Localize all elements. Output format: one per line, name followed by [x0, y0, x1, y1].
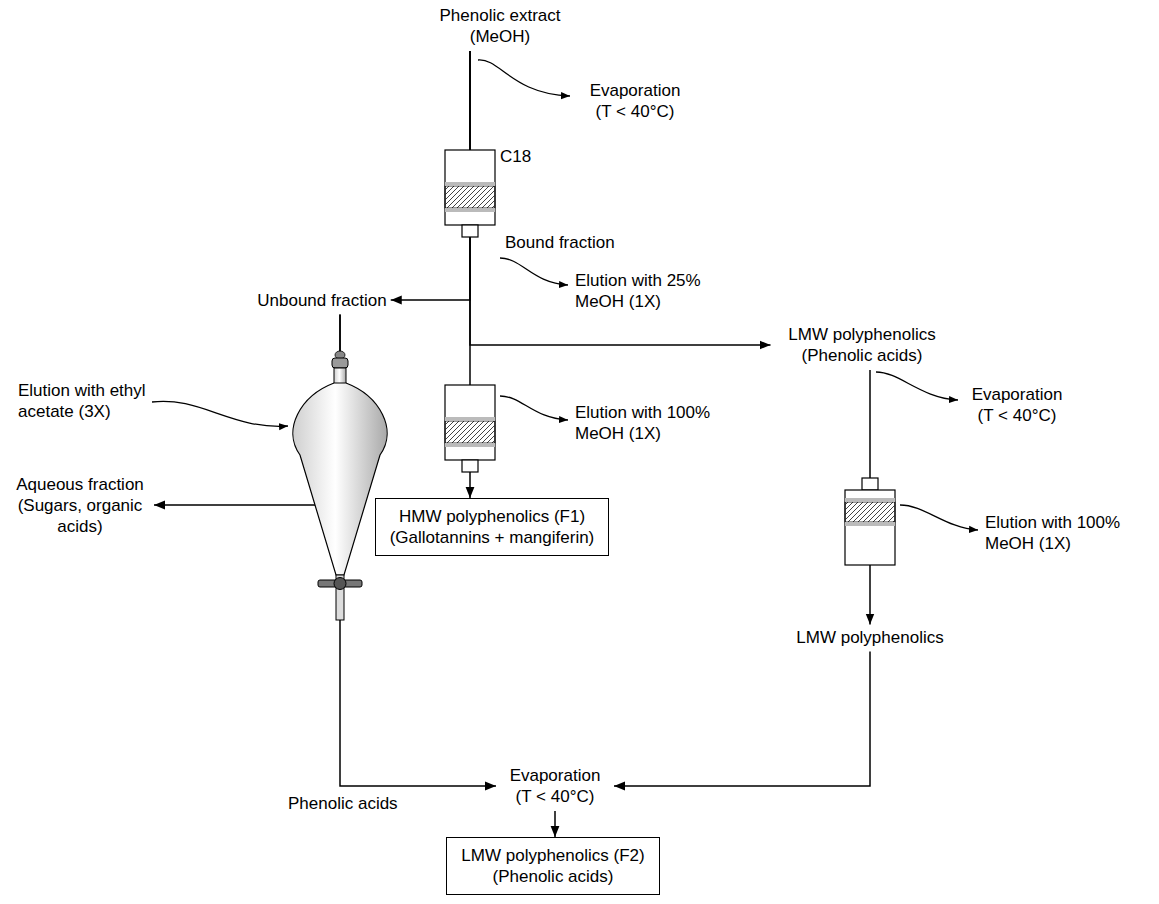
cartridge-frit	[845, 522, 895, 526]
node-text: Aqueous fraction (Sugars, organic acids)	[10, 474, 150, 537]
input-text: Phenolic extract (MeOH)	[421, 3, 579, 49]
edge-label: Phenolic acids	[285, 793, 401, 814]
c18-cartridge	[445, 150, 495, 237]
flow-arrow	[614, 652, 870, 787]
step-note: Evaporation (T < 40°C)	[962, 384, 1072, 426]
cartridge-body	[445, 150, 495, 225]
cartridge-packing	[845, 502, 895, 522]
curly-arrow	[500, 396, 568, 420]
fraction-note: Bound fraction	[505, 232, 615, 253]
curly-arrow	[900, 505, 978, 530]
step-note: Evaporation (T < 40°C)	[580, 80, 690, 122]
cartridge-body	[845, 490, 895, 565]
column-label: C18	[500, 146, 531, 167]
cartridge-packing	[445, 186, 495, 208]
flow-arrow	[470, 51, 771, 345]
funnel-body	[293, 383, 387, 575]
curly-arrow	[478, 60, 570, 96]
node-text: Phenolic extract (MeOH)	[425, 5, 575, 47]
funnel-stopper	[332, 358, 348, 368]
elution-note: Elution with 100% MeOH (1X)	[575, 402, 725, 444]
flow-arrow	[554, 811, 556, 837]
node-text: HMW polyphenolics (F1)	[390, 506, 595, 527]
funnel-neck	[334, 368, 346, 384]
curly-arrow	[876, 372, 958, 400]
node-text: Evaporation (T < 40°C)	[500, 765, 610, 807]
curly-arrow	[152, 401, 288, 426]
stopcock-hub	[334, 578, 346, 590]
cartridge-frit	[845, 498, 895, 502]
separatory-funnel	[293, 351, 387, 620]
cartridge-frit	[445, 208, 495, 212]
step-text: Evaporation (T < 40°C)	[496, 763, 614, 809]
product-box: HMW polyphenolics (F1)(Gallotannins + ma…	[375, 498, 610, 556]
elution-note: Elution with 100% MeOH (1X)	[985, 512, 1135, 554]
c18-cartridge	[845, 478, 895, 565]
cartridge-frit	[445, 182, 495, 186]
note-arrows	[152, 60, 978, 530]
cartridge-frit	[445, 443, 495, 447]
node-text: (Gallotannins + mangiferin)	[390, 527, 595, 548]
elution-note: Elution with 25% MeOH (1X)	[575, 270, 725, 312]
cartridge-nozzle	[462, 460, 478, 472]
node-text: LMW polyphenolics (F2)	[461, 845, 644, 866]
node-text: LMW polyphenolics	[796, 627, 943, 648]
fraction-text: Aqueous fraction (Sugars, organic acids)	[6, 472, 154, 539]
fraction-text: LMW polyphenolics (Phenolic acids)	[771, 322, 954, 368]
elution-note: Elution with ethyl acetate (3X)	[18, 380, 160, 422]
node-text: Unbound fraction	[257, 290, 386, 311]
node-text: (Phenolic acids)	[461, 866, 644, 887]
curly-arrow	[500, 258, 568, 285]
cartridge-body	[445, 385, 495, 460]
cartridge-packing	[445, 421, 495, 443]
cartridge-nozzle	[462, 225, 478, 237]
c18-cartridge	[445, 385, 495, 472]
product-box: LMW polyphenolics (F2)(Phenolic acids)	[446, 837, 659, 895]
cartridge-frit	[445, 417, 495, 421]
node-text: LMW polyphenolics (Phenolic acids)	[775, 324, 950, 366]
fraction-text: Unbound fraction	[253, 288, 390, 313]
fraction-text: LMW polyphenolics	[792, 625, 947, 650]
cartridge-nozzle	[862, 478, 878, 490]
